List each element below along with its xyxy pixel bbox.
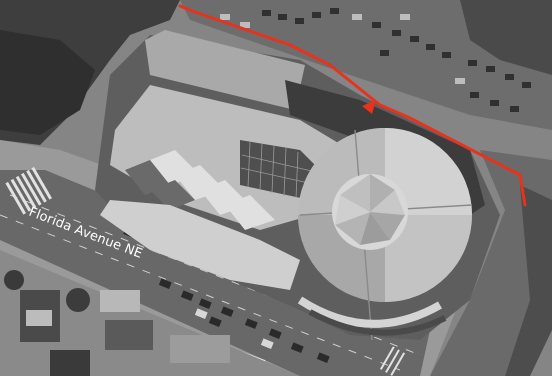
lane-lines <box>0 194 421 371</box>
route-arrow-icon <box>362 100 376 114</box>
cupola-facets <box>335 174 405 245</box>
building-top-right <box>460 0 552 75</box>
parking-lot <box>180 0 552 130</box>
parked-cars-top <box>262 8 531 112</box>
dark-lot <box>0 30 95 135</box>
roof-upper-left <box>145 30 305 110</box>
rotunda-quad-ne <box>385 128 472 215</box>
arc-walkway-shadow <box>308 309 447 336</box>
parked-cars-light <box>220 14 465 84</box>
house-1-roof <box>26 310 52 326</box>
house-5 <box>50 350 90 376</box>
tree-2 <box>66 288 90 312</box>
roof-lower-wing <box>100 200 300 290</box>
solar-panels <box>240 140 320 200</box>
cars-on-avenue <box>123 228 330 363</box>
side-road-shade <box>505 185 552 376</box>
sawtooth-shadow <box>125 160 195 210</box>
tree-1 <box>4 270 24 290</box>
sawtooth-roof <box>150 150 275 230</box>
crosswalk-left <box>5 166 52 215</box>
house-2 <box>100 290 140 312</box>
house-3 <box>105 320 153 350</box>
rotunda-quad-se <box>385 215 472 302</box>
cars-light-on-avenue <box>194 308 274 349</box>
side-road <box>430 150 552 376</box>
arc-walkway <box>297 296 442 328</box>
house-4 <box>170 335 230 363</box>
route-path <box>178 4 527 207</box>
